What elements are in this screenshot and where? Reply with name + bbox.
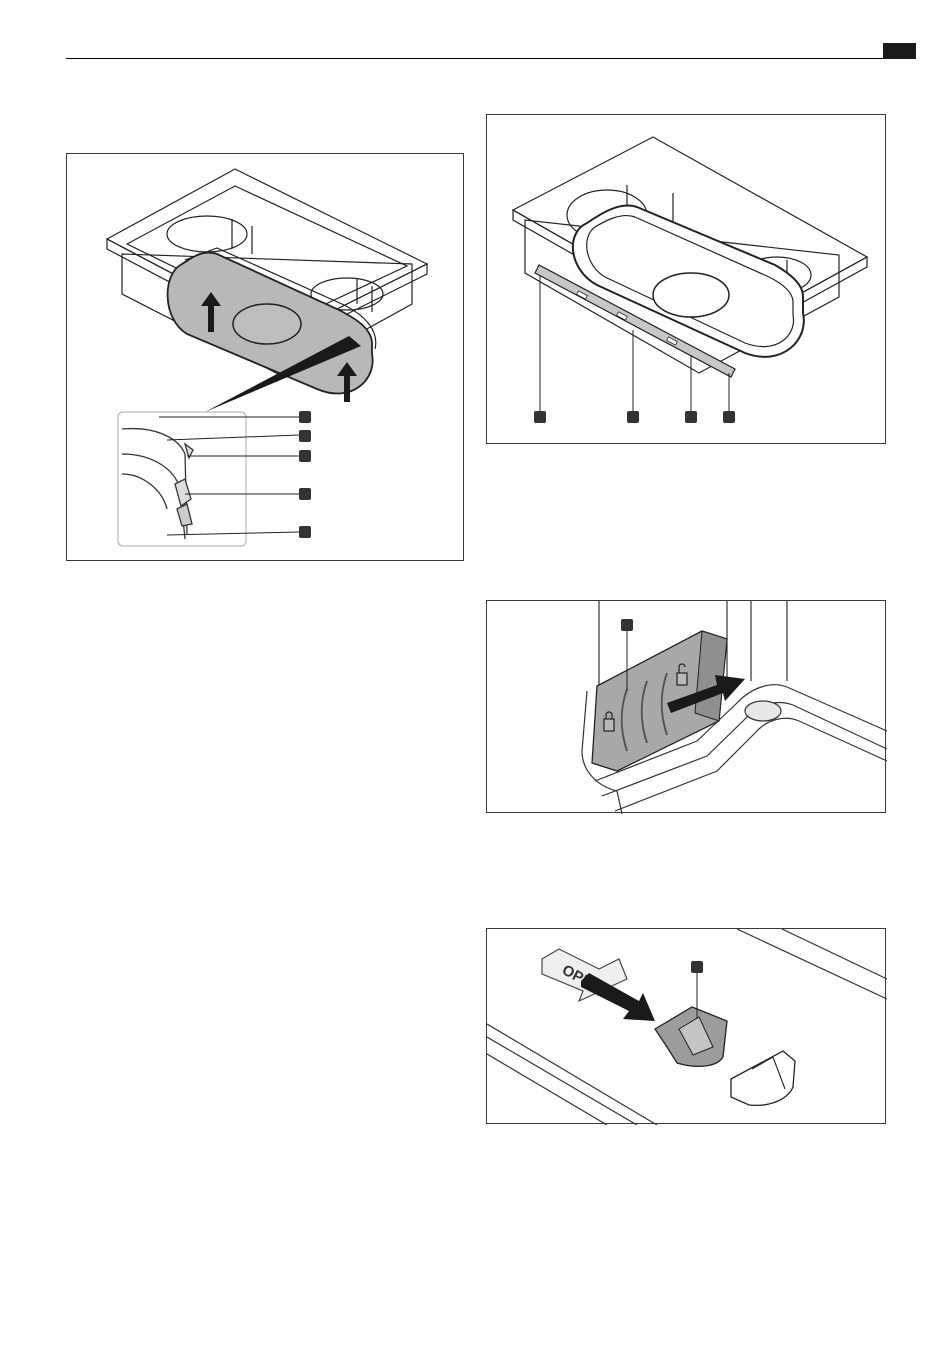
callout-marker bbox=[299, 488, 311, 500]
figure-filter-cover-lift bbox=[66, 153, 464, 561]
figure-strip-removed bbox=[486, 114, 886, 444]
figure-slide-lock bbox=[486, 600, 886, 813]
figure-open-tab: OPEN bbox=[486, 928, 886, 1124]
page-tab bbox=[883, 43, 916, 59]
callout-marker bbox=[299, 411, 311, 423]
callout-marker bbox=[299, 450, 311, 462]
callout-marker bbox=[627, 411, 639, 423]
callout-marker bbox=[723, 411, 735, 423]
callout-markers bbox=[534, 411, 735, 423]
callout-marker bbox=[299, 430, 311, 442]
open-tab-illustration: OPEN bbox=[487, 929, 887, 1125]
callout-marker bbox=[299, 526, 311, 538]
strip-illustration bbox=[487, 115, 887, 445]
callout-marker bbox=[691, 961, 703, 973]
callout-marker bbox=[621, 619, 633, 631]
header-rule bbox=[66, 58, 916, 59]
filter-cover-illustration bbox=[67, 154, 465, 562]
lock-slider-illustration bbox=[487, 601, 887, 814]
callout-marker bbox=[685, 411, 697, 423]
callout-markers bbox=[299, 411, 311, 538]
callout-marker bbox=[534, 411, 546, 423]
